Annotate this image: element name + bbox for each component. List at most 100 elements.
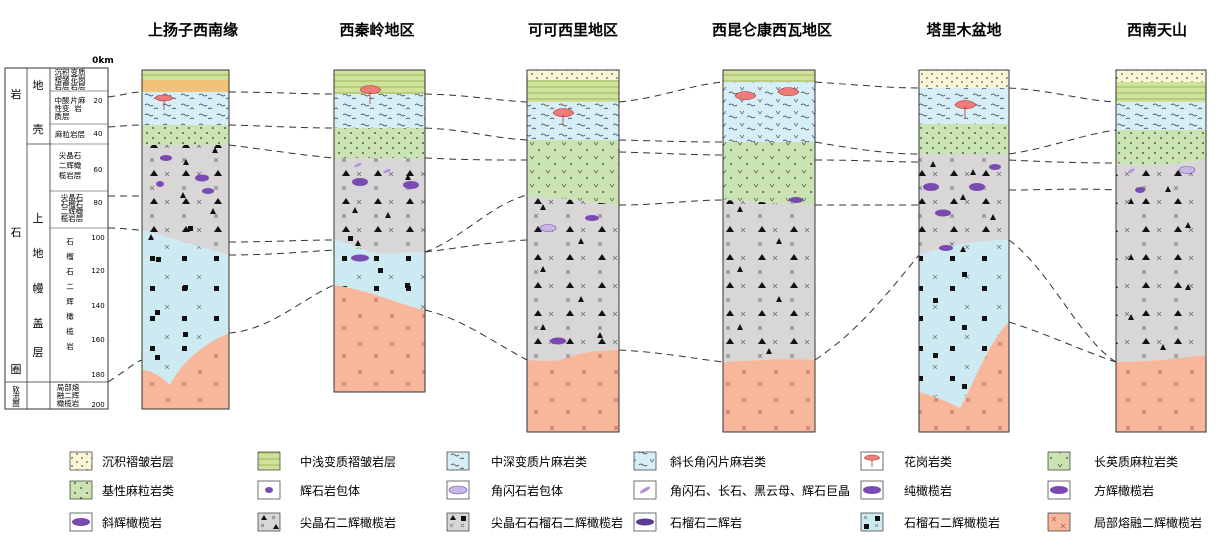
svg-text:二: 二 (66, 282, 74, 291)
label-l2-c: 质层 (55, 111, 70, 121)
svg-text:角闪石岩包体: 角闪石岩包体 (491, 483, 563, 498)
title-region-3: 可可西里地区 (528, 21, 618, 39)
tick-120: 120 (91, 267, 104, 275)
label-mantle-2: 地 (33, 247, 44, 260)
label-qiao: 壳 (33, 122, 44, 136)
label-l7-a: 局部熔 (57, 382, 80, 392)
depth-axis: 0km 20 40 60 80 100 120 140 160 180 200 (91, 56, 114, 409)
label-l1-a: 沉积 (55, 67, 70, 77)
legend-item: 基性麻粒岩类 (69, 480, 174, 500)
legend-item: 花岗岩类 (860, 451, 952, 471)
label-ruan: 软 (12, 384, 20, 394)
column-west-kunlun (722, 69, 816, 433)
legend-item: 中深变质片麻岩类 (446, 451, 587, 471)
label-l1-b: 褶皱 (55, 74, 70, 84)
label-shi: 石 (11, 226, 22, 239)
label-l6: 石 榴 石 二 辉 橄 榄 岩 (66, 237, 74, 351)
legend-item: 石榴石二辉橄榄岩 (860, 512, 1000, 532)
title-region-1: 上扬子西南缘 (148, 21, 238, 39)
tick-200: 200 (91, 401, 104, 409)
title-region-4: 西昆仑康西瓦地区 (712, 21, 832, 39)
legend-item: 长英质麻粒岩类 (1047, 451, 1178, 471)
column-sw-tianshan (1115, 69, 1207, 433)
svg-text:尖晶石二辉橄榄岩: 尖晶石二辉橄榄岩 (300, 515, 396, 530)
label-mantle-4: 盖 (33, 316, 44, 330)
label-mantle-5: 层 (33, 346, 44, 359)
svg-text:辉石岩包体: 辉石岩包体 (300, 483, 360, 498)
svg-text:石: 石 (66, 267, 74, 276)
column-hoh-xil (526, 69, 620, 433)
tick-160: 160 (91, 336, 104, 344)
legend-item: 辉石岩包体 (257, 480, 360, 500)
label-granulite: 麻粒岩层 (55, 129, 85, 139)
svg-text:局部熔融二辉橄榄岩: 局部熔融二辉橄榄岩 (1094, 515, 1202, 530)
label-l2b-b: 岩 (74, 103, 82, 113)
label-l5-d: 榄岩层 (61, 213, 84, 223)
svg-text:长英质麻粒岩类: 长英质麻粒岩类 (1094, 454, 1178, 469)
label-l1b-a: 变质 (71, 67, 86, 77)
svg-text:斜辉橄榄岩: 斜辉橄榄岩 (102, 515, 162, 530)
label-l2-a: 中酸 (55, 95, 70, 105)
label-di: 地 (33, 79, 44, 92)
title-region-2: 西秦岭地区 (339, 21, 414, 39)
legend-item: 尖晶石二辉橄榄岩 (257, 512, 396, 532)
svg-text:榄: 榄 (66, 326, 74, 336)
legend-item: 中浅变质褶皱岩层 (257, 451, 396, 471)
legend-item: 石榴石二辉岩 (633, 512, 742, 532)
label-liu: 流 (12, 391, 20, 401)
label-quan2: 圈 (12, 399, 20, 408)
tick-80: 80 (94, 199, 103, 207)
label-l1b-b: 花岗 (71, 74, 86, 84)
label-l5-a: 尖晶石 (61, 192, 84, 202)
label-quan: 圈 (11, 363, 22, 376)
tick-100: 100 (91, 234, 104, 242)
label-l4-b: 二辉橄 (59, 160, 82, 170)
svg-text:辉: 辉 (66, 297, 74, 306)
label-yan: 岩 (11, 87, 22, 101)
svg-text:石: 石 (66, 237, 74, 246)
tick-20: 20 (94, 97, 103, 105)
svg-text:斜长角闪片麻岩类: 斜长角闪片麻岩类 (670, 454, 766, 469)
svg-text:基性麻粒岩类: 基性麻粒岩类 (102, 483, 174, 498)
svg-text:角闪石、长石、黑云母、辉石巨晶: 角闪石、长石、黑云母、辉石巨晶 (670, 484, 850, 498)
legend-item: 斜长角闪片麻岩类 (633, 451, 766, 471)
lithosphere-key: 岩 石 圈 软 流 圈 地 壳 上 地 幔 盖 层 沉积 褶皱 岩层 变质 花岗… (4, 67, 109, 410)
tick-140: 140 (91, 302, 104, 310)
label-mantle-1: 上 (33, 212, 44, 225)
correlation-lines (107, 81, 1117, 383)
title-region-5: 塔里木盆地 (926, 21, 1001, 39)
svg-text:岩: 岩 (66, 341, 74, 351)
column-upper-yangtze (141, 69, 230, 410)
label-l5-b: 石榴石 (61, 199, 84, 209)
svg-text:纯橄榄岩: 纯橄榄岩 (904, 483, 952, 498)
region-titles: 上扬子西南缘 西秦岭地区 可可西里地区 西昆仑康西瓦地区 塔里木盆地 西南天山 (148, 21, 1187, 39)
legend-item: 斜辉橄榄岩 (69, 512, 162, 532)
label-l4-a: 尖晶石 (59, 150, 82, 160)
tick-40: 40 (94, 130, 103, 138)
svg-text:榴: 榴 (66, 251, 74, 261)
legend-item: 沉积褶皱岩层 (69, 451, 174, 471)
legend-item: 角闪石、长石、黑云母、辉石巨晶 (633, 480, 850, 500)
svg-text:石榴石二辉橄榄岩: 石榴石二辉橄榄岩 (904, 515, 1000, 530)
svg-text:石榴石二辉岩: 石榴石二辉岩 (670, 515, 742, 530)
svg-text:方辉橄榄岩: 方辉橄榄岩 (1094, 483, 1154, 498)
legend-item: 角闪石岩包体 (446, 480, 563, 500)
legend-item: 方辉橄榄岩 (1047, 480, 1154, 500)
svg-text:中浅变质褶皱岩层: 中浅变质褶皱岩层 (300, 454, 396, 469)
depth-unit: 0km (92, 56, 114, 66)
column-west-qinling (333, 69, 426, 393)
tick-180: 180 (91, 371, 104, 379)
legend-item: 尖晶石石榴石二辉橄榄岩 (446, 512, 623, 532)
svg-text:花岗岩类: 花岗岩类 (904, 454, 952, 469)
label-l7-c: 橄榄岩 (57, 398, 80, 408)
svg-text:尖晶石石榴石二辉橄榄岩: 尖晶石石榴石二辉橄榄岩 (491, 515, 623, 530)
label-l2b-a: 片麻 (71, 95, 86, 105)
label-mantle-3: 幔 (33, 282, 44, 295)
svg-text:中深变质片麻岩类: 中深变质片麻岩类 (491, 454, 587, 469)
label-l1-c: 岩层 (55, 81, 70, 91)
title-region-6: 西南天山 (1127, 21, 1187, 39)
legend: 沉积褶皱岩层 中浅变质褶皱岩层 中深变质片麻岩类 斜长角闪片麻岩类 花岗岩类 长… (69, 451, 1202, 532)
label-l7-b: 融二辉 (57, 390, 80, 400)
label-l2-b: 性变 (55, 103, 70, 113)
